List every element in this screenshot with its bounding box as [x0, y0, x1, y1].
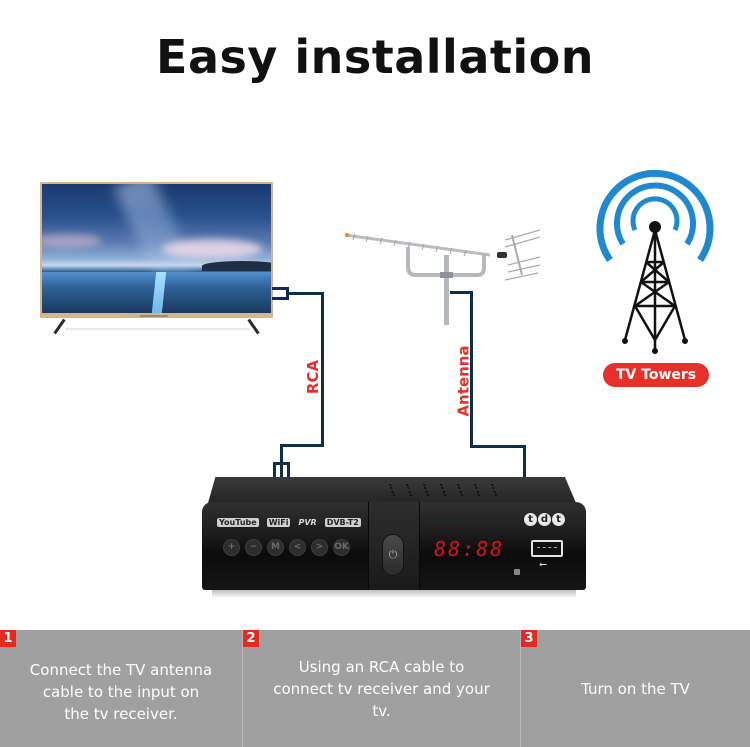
- ir-sensor: [514, 569, 520, 575]
- receiver-top: [208, 477, 576, 503]
- right-button[interactable]: >: [311, 539, 328, 556]
- pvr-logo: PVR: [298, 517, 317, 527]
- step-text: Connect the TV antenna cable to the inpu…: [29, 660, 213, 723]
- tv-stand-right: [247, 318, 260, 335]
- tv-frame: [40, 182, 273, 318]
- rca-label: RCA: [304, 359, 323, 395]
- antenna-label: Antenna: [454, 345, 473, 417]
- step-number-badge: 3: [521, 630, 537, 647]
- step-1: 1 Connect the TV antenna cable to the in…: [0, 630, 242, 747]
- step-number-badge: 2: [243, 630, 259, 647]
- receiver-feature-logos: YouTube WiFi PVR DVB-T2: [217, 515, 361, 529]
- step-number-badge: 1: [0, 630, 16, 647]
- step-text: Turn on the TV: [581, 679, 690, 698]
- usb-icon: ⭠: [539, 559, 547, 570]
- step-text: Using an RCA cable to connect tv receive…: [273, 657, 490, 720]
- wifi-logo: WiFi: [266, 517, 291, 527]
- tv-towers-badge: TV Towers: [603, 363, 709, 387]
- volume-up-button[interactable]: +: [223, 539, 240, 556]
- left-button[interactable]: <: [289, 539, 306, 556]
- tv-tower-icon: [596, 170, 714, 354]
- installation-steps: 1 Connect the TV antenna cable to the in…: [0, 630, 750, 747]
- page-title: Easy installation: [156, 30, 594, 84]
- step-2: 2 Using an RCA cable to connect tv recei…: [242, 630, 520, 747]
- youtube-logo: YouTube: [217, 517, 259, 527]
- ok-button[interactable]: OK: [333, 539, 350, 556]
- volume-down-button[interactable]: −: [245, 539, 262, 556]
- step-3: 3 Turn on the TV: [520, 630, 750, 747]
- receiver-buttons: + − M < > OK: [223, 539, 350, 556]
- television: [40, 182, 273, 335]
- tv-stand-left: [53, 318, 66, 335]
- usb-port[interactable]: [531, 540, 563, 557]
- dvb-t2-logo: DVB-T2: [324, 517, 361, 527]
- power-button[interactable]: ⏻: [382, 534, 404, 576]
- tv-receiver: YouTube WiFi PVR DVB-T2 + − M < > OK ⏻ 8…: [202, 477, 586, 598]
- antenna-icon: [344, 229, 540, 325]
- tv-screen: [42, 184, 271, 313]
- menu-button[interactable]: M: [267, 539, 284, 556]
- led-display: 88:88: [434, 537, 505, 561]
- tdt-logo: t d t: [524, 513, 565, 526]
